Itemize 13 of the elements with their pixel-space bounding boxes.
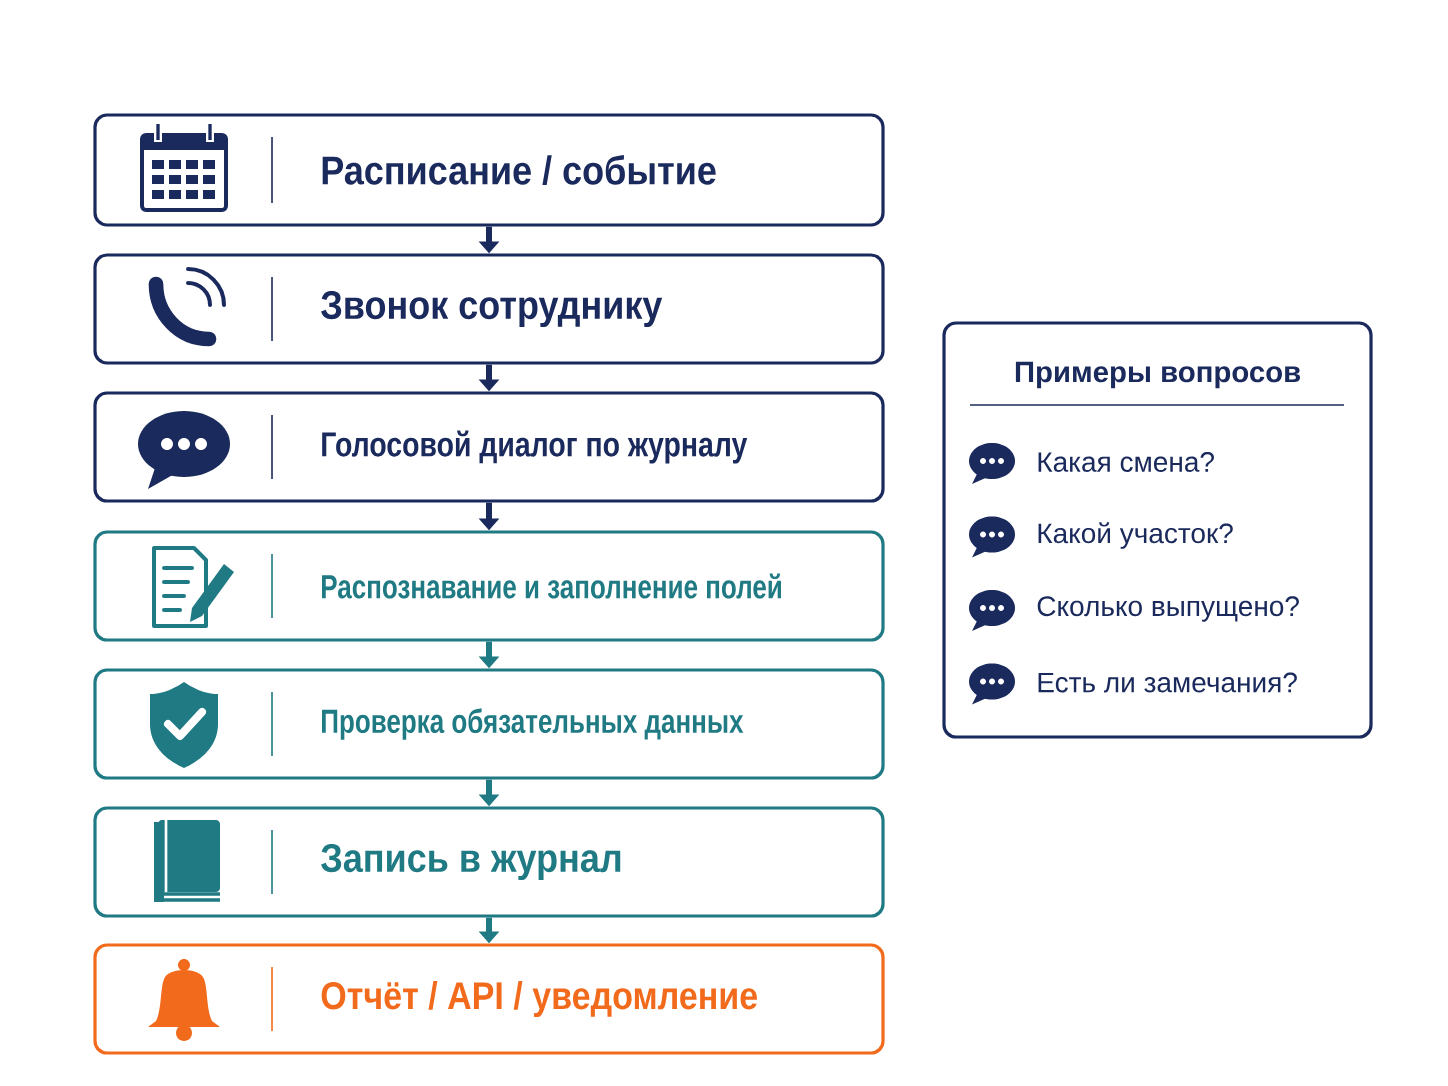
- process-box: Расписание / событие: [93, 113, 885, 227]
- process-box: Отчёт / API / уведомление: [93, 943, 885, 1055]
- process-box: Распознавание и заполнение полей: [93, 530, 885, 642]
- question-text: Сколько выпущено?: [1037, 596, 1299, 622]
- process-box: Голосовой диалог по журналу: [93, 391, 885, 503]
- process-box: Запись в журнал: [93, 806, 885, 918]
- panel-heading: Примеры вопросов: [1015, 361, 1300, 389]
- process-box: Звонок сотруднику: [93, 253, 885, 365]
- question-text: Какой участок?: [1038, 522, 1233, 549]
- examples-panel: [942, 321, 1373, 739]
- question-text: Есть ли замечания?: [1038, 672, 1297, 693]
- process-box: Проверка обязательных данных: [93, 668, 885, 780]
- question-text: Какая смена?: [1038, 452, 1214, 472]
